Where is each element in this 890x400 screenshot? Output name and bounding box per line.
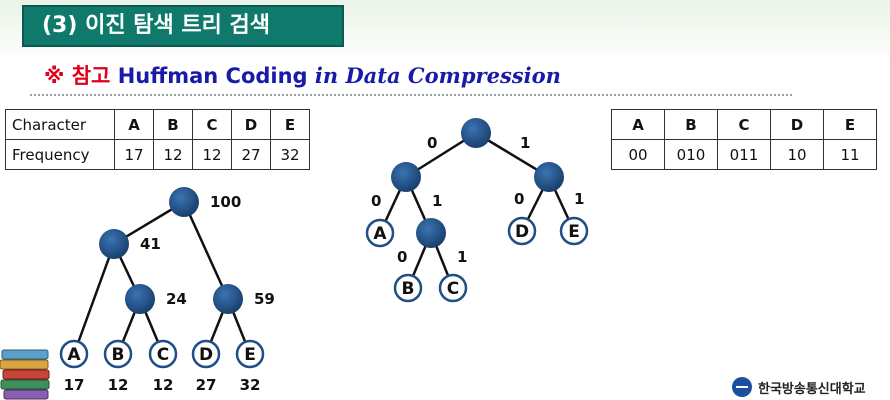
- leaf-weight: 17: [64, 376, 85, 394]
- freq-cell: 32: [270, 139, 310, 170]
- internal-node: [391, 162, 421, 192]
- node-weight-label: 41: [140, 235, 161, 253]
- node-weight-label: 24: [166, 290, 187, 308]
- leaf-letter: D: [515, 222, 529, 242]
- internal-node: [461, 118, 491, 148]
- leaf-node: [438, 273, 468, 303]
- edge-bit-label: 0: [514, 190, 524, 208]
- weight-tree-nodes: [59, 187, 265, 369]
- leaf-weight: 12: [153, 376, 174, 394]
- code-tree: [378, 131, 576, 289]
- internal-node: [213, 284, 243, 314]
- code-cell: 00: [611, 139, 665, 170]
- subtitle-main: Huffman Coding: [117, 64, 308, 88]
- leaf-node: [191, 339, 221, 369]
- leaf-node: [235, 339, 265, 369]
- slide-subtitle: ※ 참고 Huffman Coding in Data Compression: [44, 60, 561, 90]
- edge-bit-label: 1: [574, 190, 584, 208]
- internal-node: [99, 229, 129, 259]
- code-cell: 10: [770, 139, 824, 170]
- leaf-letter: E: [244, 345, 256, 365]
- weight-tree-labels: 100 41 24 59 A B C D E 17 12 12 27 32: [64, 193, 275, 394]
- edge-bit-label: 1: [432, 192, 442, 210]
- freq-cell: 27: [231, 139, 271, 170]
- leaf-node: [365, 218, 395, 248]
- row-label-character: Character: [5, 109, 115, 140]
- frequency-table: Character A B C D E Frequency 17 12 12 2…: [5, 109, 310, 170]
- tree-edge: [182, 201, 230, 300]
- freq-cell: 17: [114, 139, 154, 170]
- leaf-node: [393, 273, 423, 303]
- edge-bit-label: 0: [371, 192, 381, 210]
- weight-tree: [72, 200, 252, 355]
- books-icon: [0, 349, 50, 400]
- leaf-node: [507, 216, 537, 246]
- logo-icon: [732, 377, 752, 397]
- subtitle-korean: 참고: [71, 64, 111, 88]
- table-row: Frequency 17 12 12 27 32: [5, 139, 310, 170]
- leaf-node: [59, 339, 89, 369]
- edge-bit-label: 1: [520, 134, 530, 152]
- table-row: 00 010 011 10 11: [611, 139, 877, 170]
- leaf-weight: 27: [196, 376, 217, 394]
- dotted-divider: [30, 94, 792, 96]
- internal-node: [534, 162, 564, 192]
- tree-edge: [72, 243, 116, 355]
- leaf-weight: 12: [108, 376, 129, 394]
- leaf-letter: C: [447, 279, 459, 299]
- edge-bit-label: 0: [397, 248, 407, 266]
- table-row: A B C D E: [611, 109, 877, 140]
- leaf-letter: E: [568, 222, 580, 242]
- table-row: Character A B C D E: [5, 109, 310, 140]
- freq-cell: 12: [192, 139, 232, 170]
- code-table: A B C D E 00 010 011 10 11: [611, 109, 877, 170]
- leaf-letter: C: [157, 345, 169, 365]
- logo-text: 한국방송통신대학교: [758, 381, 866, 397]
- slide-title: (3) 이진 탐색 트리 검색: [22, 5, 344, 47]
- code-tree-labels: 0 1 0 1 0 1 0 1 A B C D E: [371, 134, 584, 299]
- char-cell: A: [114, 109, 154, 140]
- node-weight-label: 59: [254, 290, 275, 308]
- char-cell: D: [231, 109, 271, 140]
- university-logo: 한국방송통신대학교: [732, 377, 866, 397]
- leaf-letter: A: [67, 345, 81, 365]
- leaf-node: [103, 339, 133, 369]
- leaf-letter: A: [373, 224, 387, 244]
- subtitle-italic: in Data Compression: [314, 63, 561, 88]
- leaf-node: [148, 339, 178, 369]
- code-tree-nodes: [365, 118, 589, 303]
- edge-bit-label: 0: [427, 134, 437, 152]
- freq-cell: 12: [153, 139, 193, 170]
- edge-bit-label: 1: [457, 248, 467, 266]
- internal-node: [169, 187, 199, 217]
- node-weight-label: 100: [210, 193, 241, 211]
- leaf-node: [559, 216, 589, 246]
- row-label-frequency: Frequency: [5, 139, 115, 170]
- leaf-weight: 32: [240, 376, 261, 394]
- reference-mark: ※: [44, 64, 65, 88]
- code-cell: 011: [717, 139, 771, 170]
- internal-node: [416, 218, 446, 248]
- internal-node: [125, 284, 155, 314]
- leaf-letter: B: [112, 345, 125, 365]
- code-cell: 11: [823, 139, 877, 170]
- leaf-letter: D: [199, 345, 213, 365]
- leaf-letter: B: [402, 279, 415, 299]
- char-cell: C: [192, 109, 232, 140]
